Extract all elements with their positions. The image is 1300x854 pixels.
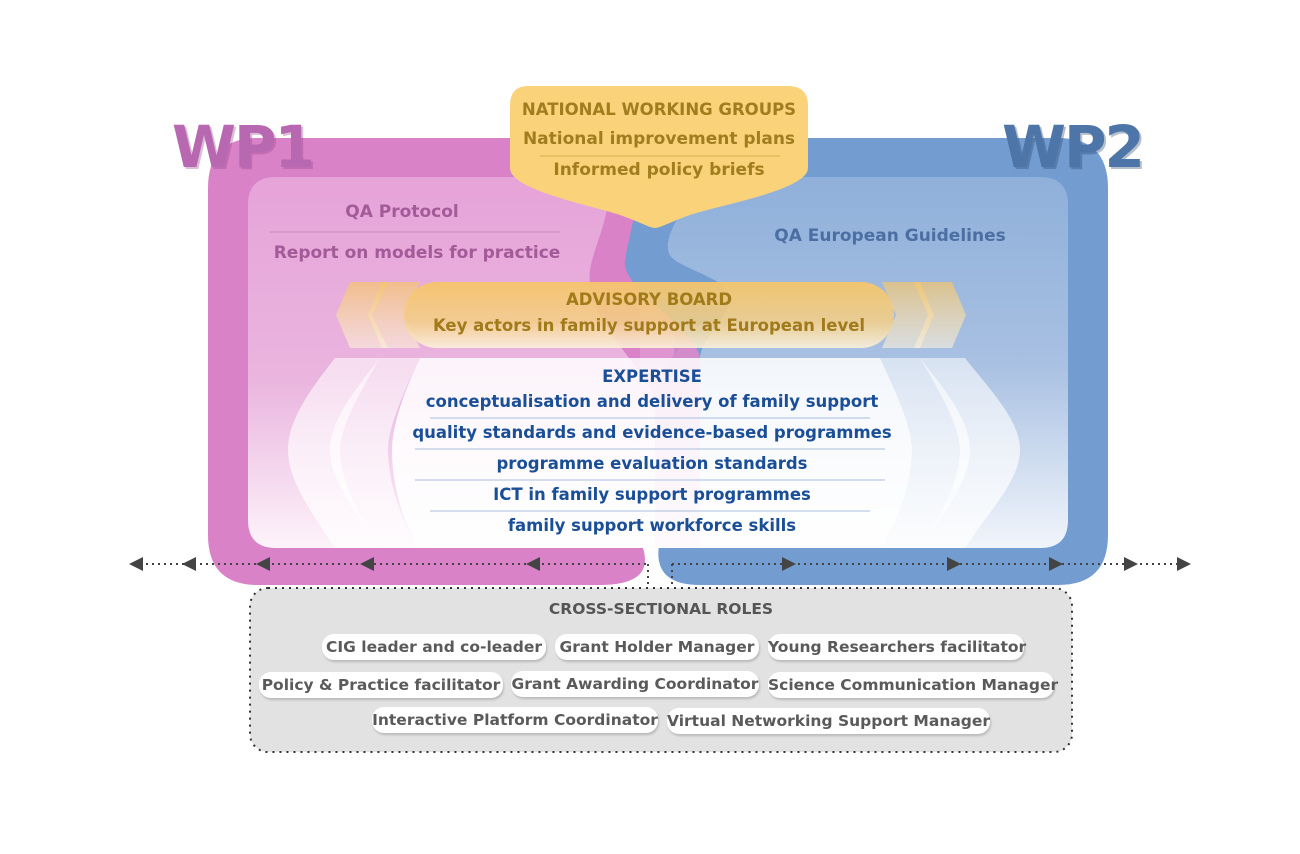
role-pill: Policy & Practice facilitator [259,672,503,698]
role-pill: Grant Awarding Coordinator [511,671,759,697]
role-pill: Young Researchers facilitator [768,634,1026,660]
arrow-left-icon [129,557,143,571]
wp1-label: WP1 [172,113,315,181]
expertise-side-right-outer [920,358,1020,548]
arrow-left-icon [526,557,540,571]
arrow-right-icon [947,557,961,571]
arrow-right-icon [1124,557,1138,571]
role-pill: Virtual Networking Support Manager [667,708,990,734]
national-working-groups-item: Informed policy briefs [553,160,765,180]
expertise-item: conceptualisation and delivery of family… [425,392,879,411]
expertise-shape [392,358,912,548]
advisory-board-title: ADVISORY BOARD [565,290,733,309]
expertise-item: ICT in family support programmes [493,485,811,504]
national-working-groups-item: National improvement plans [522,129,796,149]
wp1-item: Report on models for practice [273,243,561,263]
role-pill: Interactive Platform Coordinator [372,707,658,733]
arrow-left-icon [256,557,270,571]
role-pill: Grant Holder Manager [555,634,759,660]
role-pill: Science Communication Manager [768,672,1058,698]
expertise-item: quality standards and evidence-based pro… [412,423,892,442]
advisory-chevron-right-outer [914,282,966,348]
expertise-title: EXPERTISE [602,367,702,386]
wp2-item: QA European Guidelines [774,226,1006,246]
arrow-right-icon [1049,557,1063,571]
wp1-item: QA Protocol [345,202,459,222]
expertise-side-left-inner [330,358,420,548]
advisory-board-subtitle: Key actors in family support at European… [432,316,866,335]
national-working-groups-shape [510,86,808,228]
arrow-right-icon [782,557,796,571]
arrow-left-icon [360,557,374,571]
arrow-right-icon [1177,557,1191,571]
expertise-item: family support workforce skills [507,516,797,535]
arrow-left-icon [182,557,196,571]
role-pill: CIG leader and co-leader [322,634,546,660]
national-working-groups-title: NATIONAL WORKING GROUPS [521,100,797,119]
cross-sectional-roles-title: CROSS-SECTIONAL ROLES [548,600,774,618]
expertise-item: programme evaluation standards [496,454,808,473]
advisory-chevron-left-inner [368,282,420,348]
wp2-label: WP2 [1002,113,1145,181]
advisory-board-shape [404,282,894,348]
